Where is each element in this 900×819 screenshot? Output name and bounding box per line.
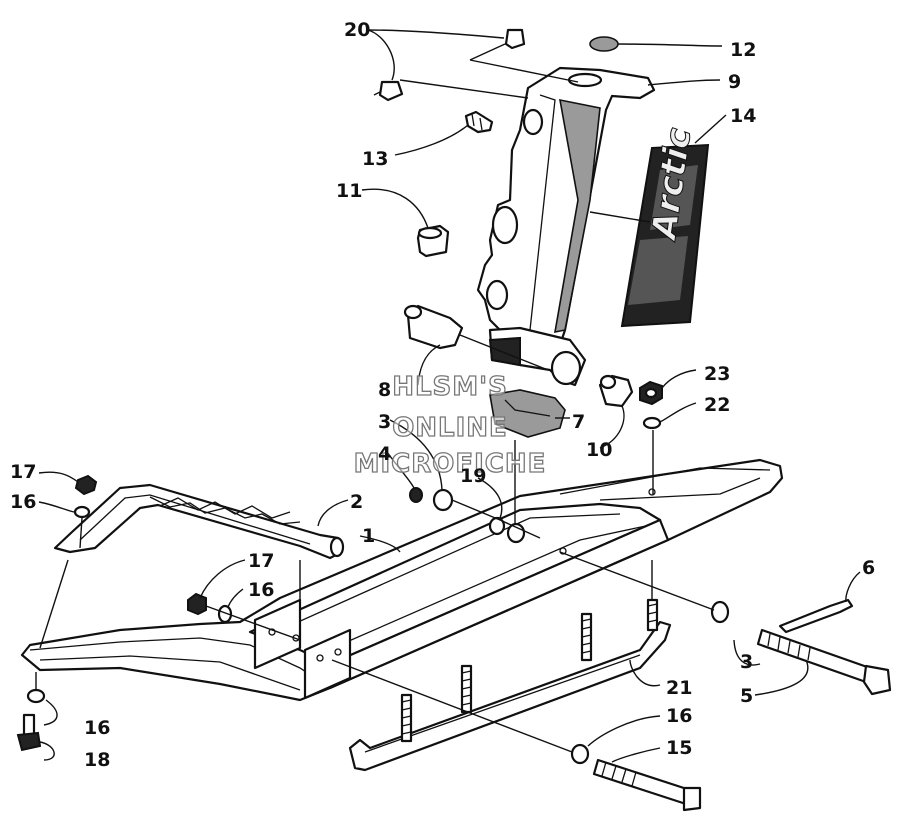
- callout-16-left: 16: [10, 491, 36, 513]
- callout-5: 5: [740, 685, 753, 707]
- callout-16-lower-left: 16: [84, 717, 110, 739]
- callout-14: 14: [730, 105, 756, 127]
- bushing-part-10: [598, 374, 634, 408]
- bushing-part-8: [403, 304, 464, 350]
- grease-fitting-part-13: [464, 110, 494, 134]
- washer-part-3b: [710, 600, 730, 624]
- spacer-part-4: [409, 487, 423, 503]
- watermark-line1: HLSM'S: [392, 372, 508, 402]
- callouts: 20 12 9 14 13 11 8 23 22 3 7 10 4 19 17 …: [10, 19, 875, 771]
- leader-lines: [35, 29, 861, 763]
- callout-13: 13: [362, 148, 388, 170]
- callout-11: 11: [336, 180, 362, 202]
- nut-part-17b: [187, 592, 207, 616]
- callout-7: 7: [572, 411, 585, 433]
- callout-22: 22: [704, 394, 730, 416]
- callout-18: 18: [84, 749, 110, 771]
- nut-part-23: [639, 380, 663, 406]
- callout-20: 20: [344, 19, 370, 41]
- washer-part-3a: [432, 488, 454, 512]
- callout-2: 2: [350, 491, 363, 513]
- nut-part-17a: [74, 474, 98, 496]
- watermark-line3: MICROFICHE: [354, 449, 547, 479]
- watermark-line2: ONLINE: [392, 413, 508, 443]
- ski-handle-part-2: [53, 483, 345, 560]
- watermark: HLSM'S ONLINE MICROFICHE: [353, 371, 547, 479]
- washer-part-16b: [217, 604, 233, 624]
- bushing-part-11: [416, 224, 450, 258]
- bolt-part-15: [592, 758, 702, 812]
- washer-part-16d: [26, 688, 46, 704]
- bolt-part-5: [756, 628, 892, 696]
- washer-part-16c: [570, 743, 590, 765]
- callout-17-left: 17: [10, 461, 36, 483]
- callout-4: 4: [378, 443, 391, 465]
- decal-part-14: Arctic: [620, 125, 710, 328]
- washer-part-16a: [73, 505, 91, 519]
- callout-17-mid: 17: [248, 550, 274, 572]
- grommet-part-20: [373, 28, 526, 102]
- callout-6: 6: [862, 557, 875, 579]
- callout-9: 9: [728, 71, 741, 93]
- ski-part-1: [20, 458, 784, 702]
- callout-16-lower-right: 16: [666, 705, 692, 727]
- spindle-cap-part-12: [589, 36, 619, 52]
- callout-8: 8: [378, 379, 391, 401]
- callout-15: 15: [666, 737, 692, 759]
- callout-1: 1: [362, 525, 375, 547]
- callout-23: 23: [704, 363, 730, 385]
- callout-3-lower: 3: [740, 651, 753, 673]
- callout-10: 10: [586, 439, 612, 461]
- callout-12: 12: [730, 39, 756, 61]
- callout-21: 21: [666, 677, 692, 699]
- callout-16-mid: 16: [248, 579, 274, 601]
- spindle-part-9: [476, 66, 656, 387]
- cotter-pin-part-6: [778, 598, 854, 634]
- washer-part-22: [642, 416, 662, 430]
- bolt-part-18: [16, 713, 42, 752]
- stopper-part-7: [489, 389, 566, 438]
- callout-19: 19: [460, 465, 486, 487]
- callout-3-upper: 3: [378, 411, 391, 433]
